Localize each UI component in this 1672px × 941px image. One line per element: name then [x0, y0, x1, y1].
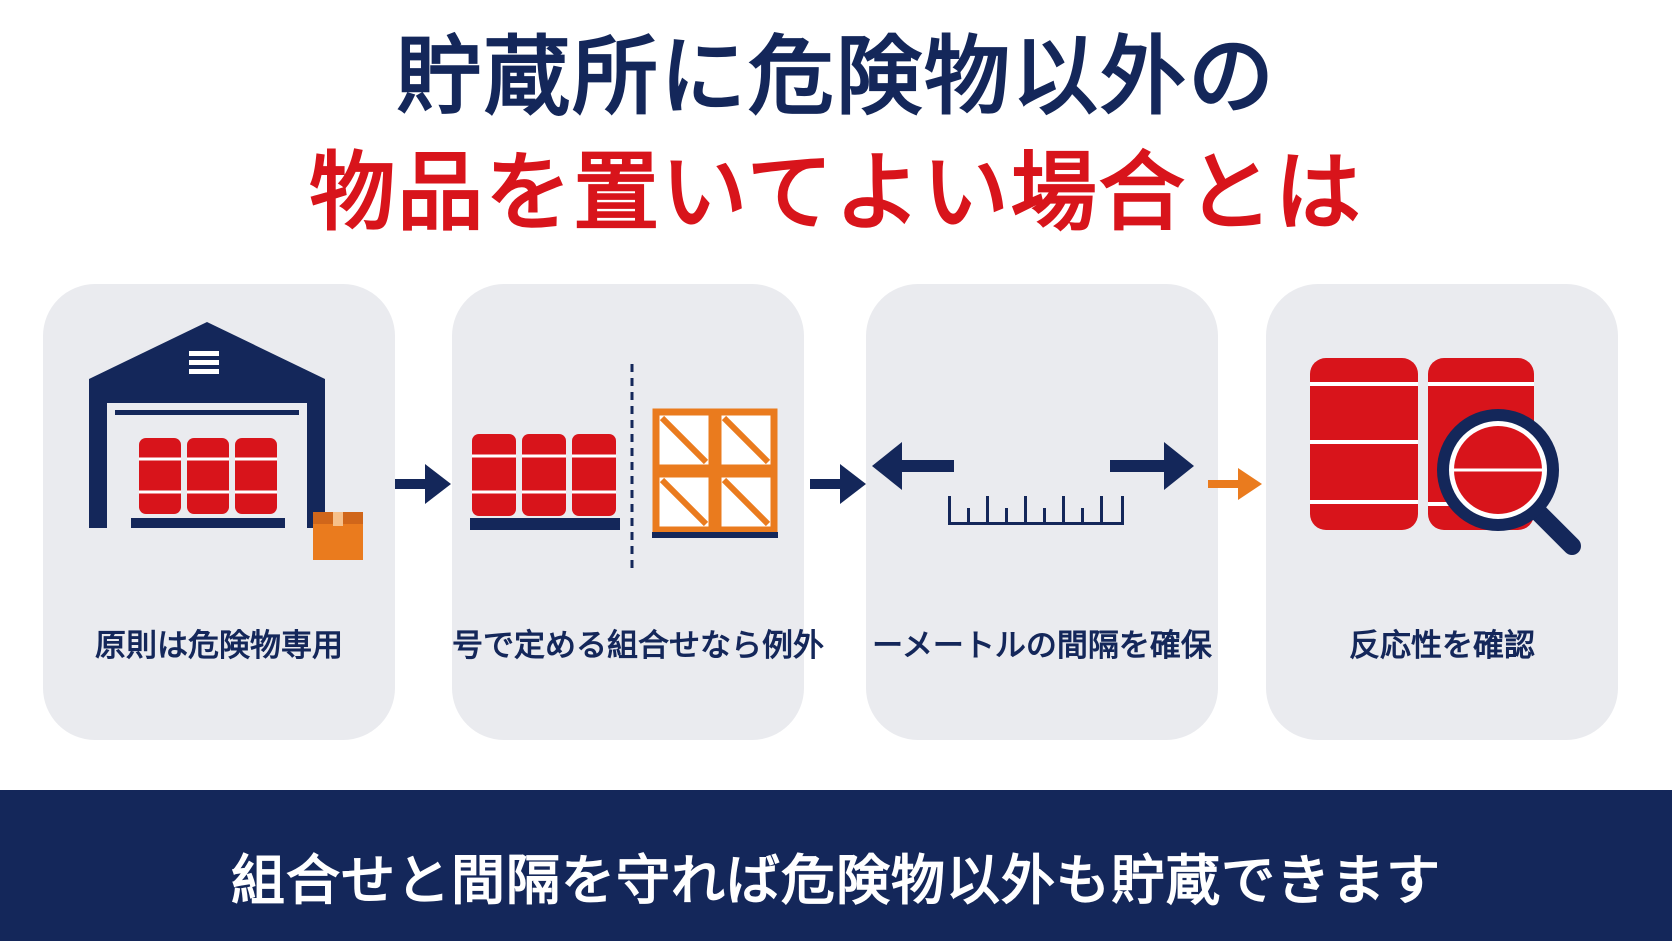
spacing-ruler-icon [872, 442, 1194, 525]
title-line-1: 貯蔵所に危険物以外の [396, 27, 1276, 127]
summary-banner: 組合せと間隔を守れば危険物以外も貯蔵できます [0, 790, 1672, 941]
arrow-right-icon [395, 464, 451, 504]
drum-magnifier-icon [1310, 358, 1581, 555]
step-label-exception: 号で定める組合せなら例外 [452, 628, 824, 664]
summary-text: 組合せと間隔を守れば危険物以外も貯蔵できます [231, 849, 1441, 912]
step-label-reactivity: 反応性を確認 [1349, 628, 1535, 664]
step-label-spacing: ーメートルの間隔を確保 [872, 628, 1212, 664]
drums-and-crates-icon [470, 364, 778, 574]
step-card-exception: 号で定める組合せなら例外 [452, 284, 824, 740]
step-card-reactivity: 反応性を確認 [1266, 284, 1618, 740]
title-line-2: 物品を置いてよい場合とは [309, 143, 1363, 243]
step-card-principle: 原則は危険物専用 [43, 284, 395, 740]
step-card-spacing: ーメートルの間隔を確保 [866, 284, 1218, 740]
arrow-right-orange-icon [1208, 468, 1262, 500]
warehouse-with-drums-icon [89, 322, 363, 560]
arrow-right-icon [810, 464, 866, 504]
step-label-principle: 原則は危険物専用 [95, 628, 343, 664]
